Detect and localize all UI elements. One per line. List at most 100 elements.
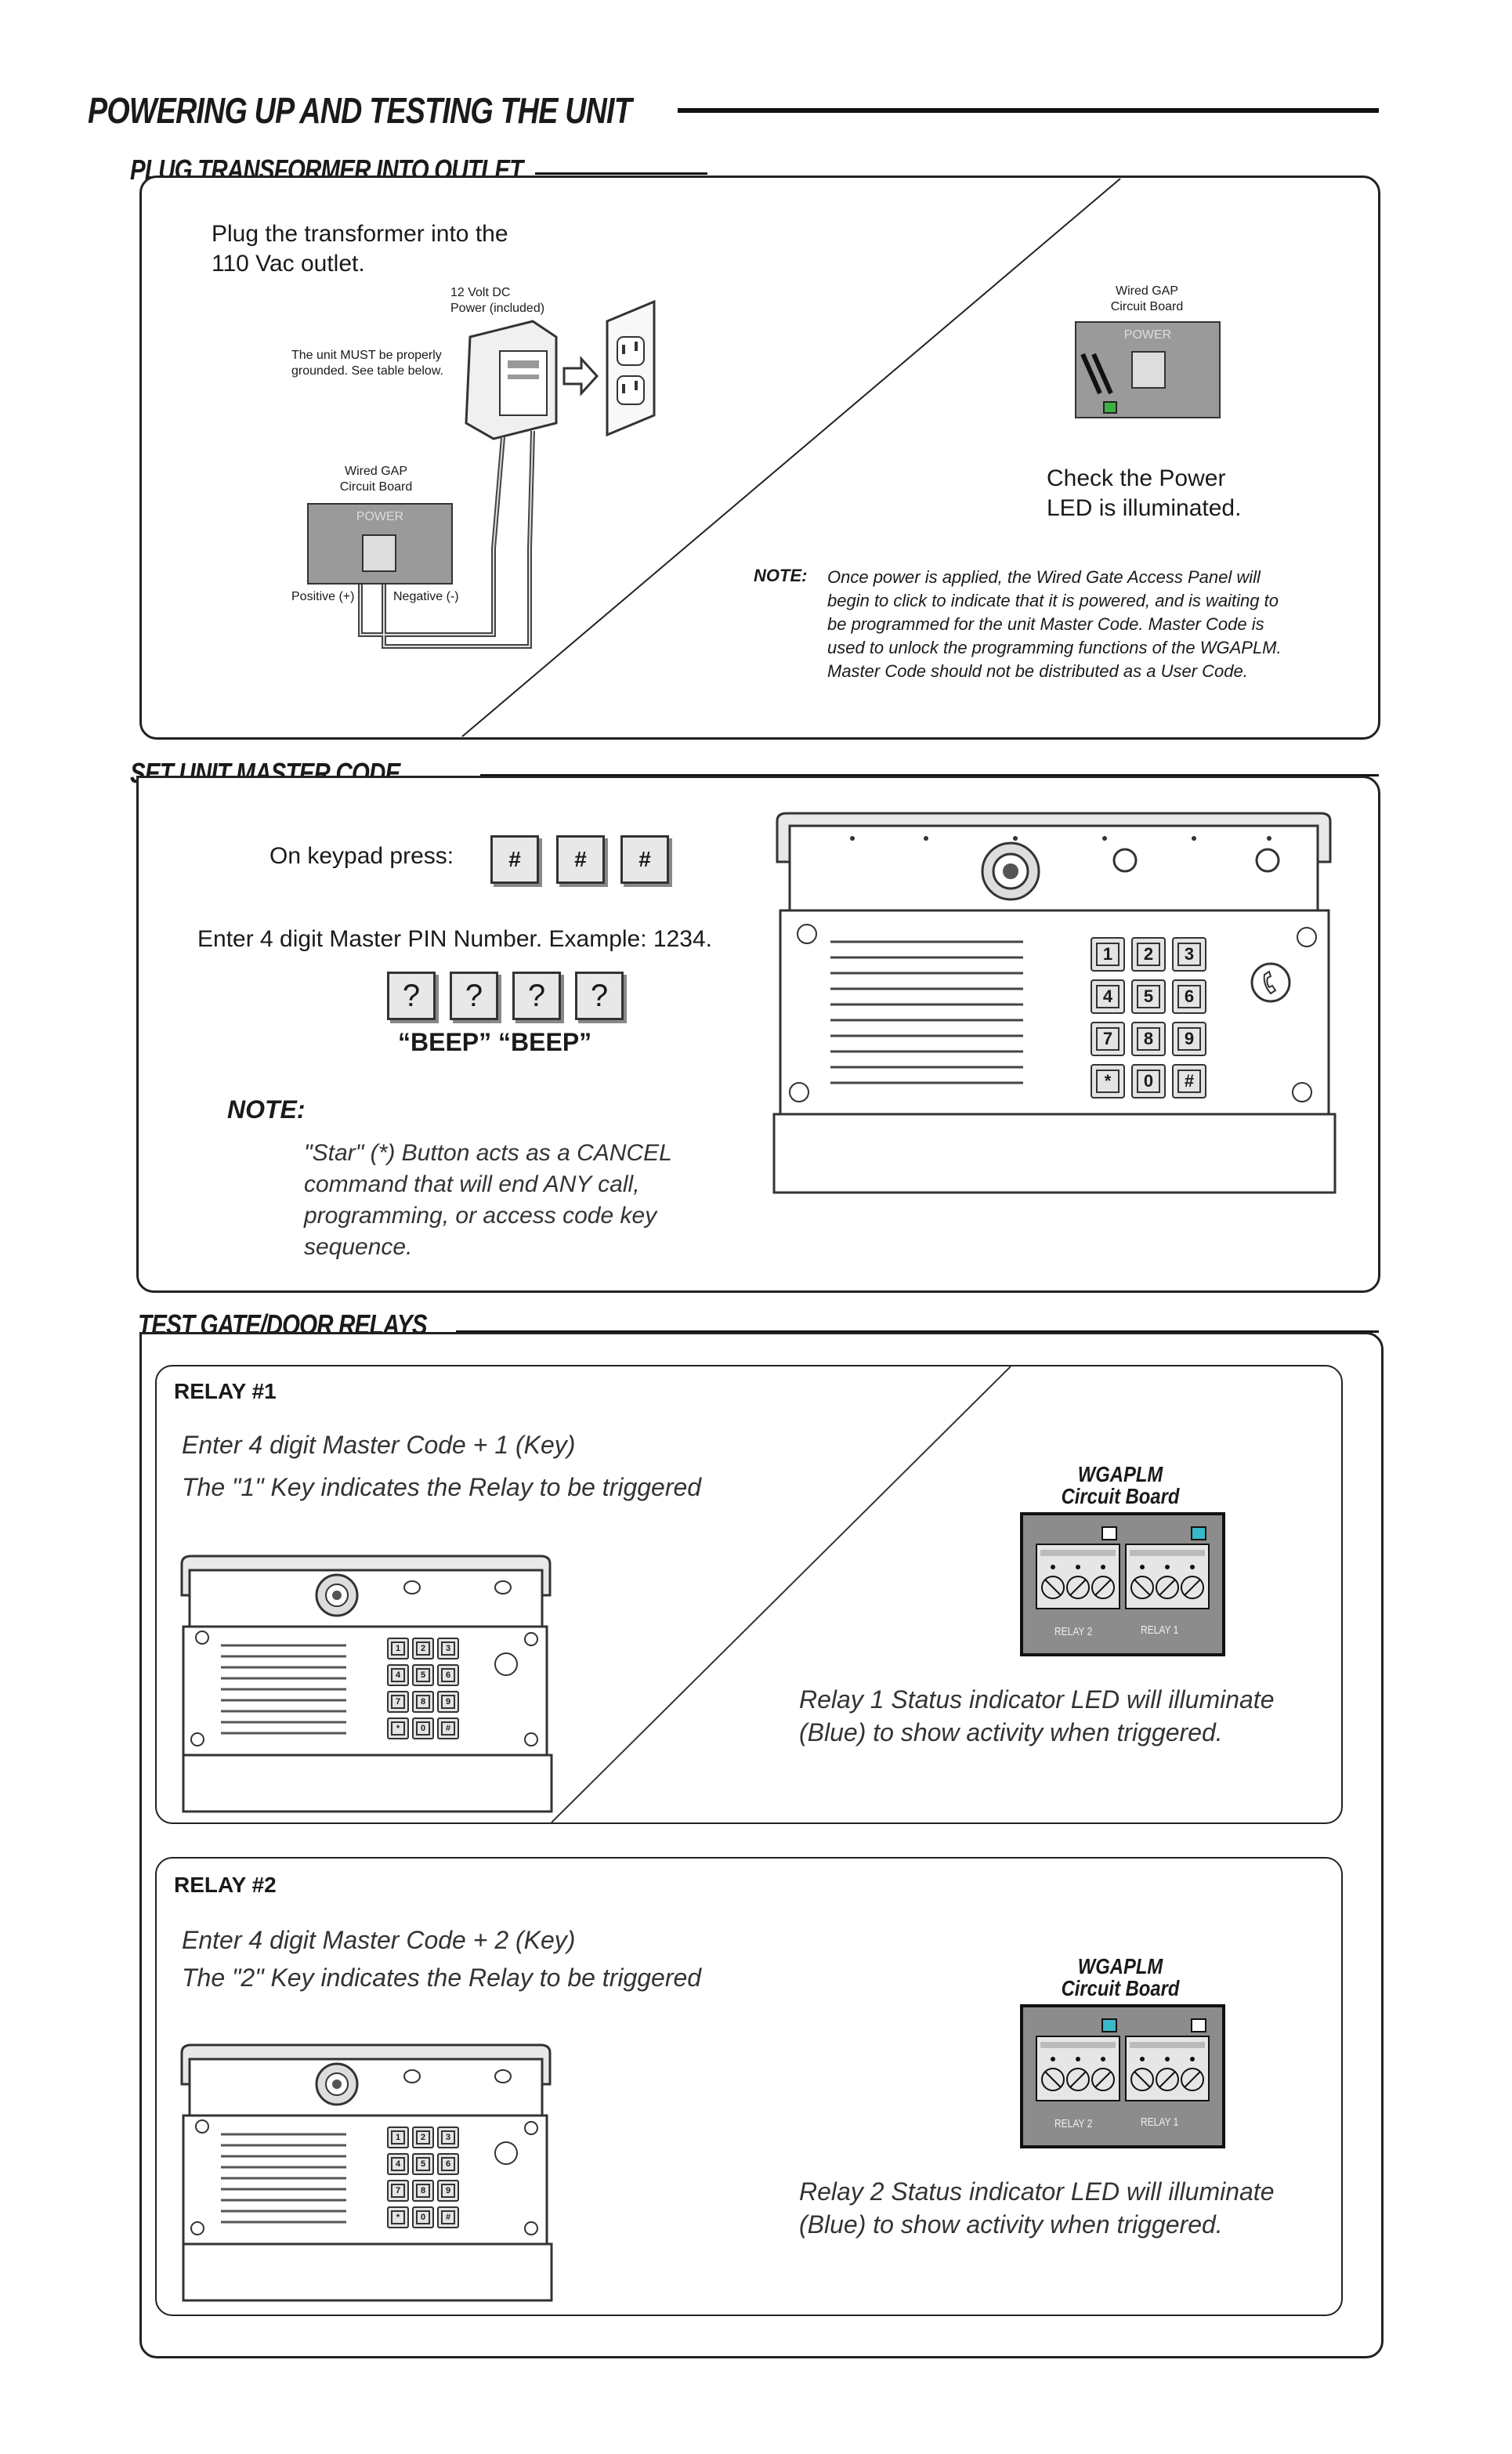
terminal-block — [1131, 351, 1166, 389]
keypad-key: 8 — [1131, 1022, 1166, 1056]
keypad-key: 9 — [437, 1691, 459, 1713]
keypad-press-text: On keypad press: — [269, 843, 454, 869]
section1-panel — [139, 176, 1380, 740]
keypad-key: 0 — [412, 1717, 434, 1739]
relay2-board-label: RELAY 2 — [1054, 2117, 1093, 2130]
relay2-status-text: Relay 2 Status indicator LED will illumi… — [799, 2177, 1275, 2239]
keypad-key: * — [387, 2206, 409, 2228]
section2-note-text: "Star" (*) Button acts as a CANCEL comma… — [304, 1140, 672, 1260]
keypad-key: 3 — [437, 2126, 459, 2148]
relay2-board-label: RELAY 2 — [1054, 1625, 1093, 1638]
keypad-key: # — [1172, 1064, 1206, 1099]
relay2-led-icon — [1101, 1526, 1117, 1540]
right-board-label: Wired GAP Circuit Board — [1110, 284, 1184, 313]
keypad-key: 3 — [1172, 937, 1206, 972]
relay2-access-panel-illustration — [180, 2043, 553, 2302]
transformer-outlet-illustration — [358, 299, 656, 649]
relay2-terminal-block — [1036, 1544, 1120, 1609]
relay1-board-label: RELAY 1 — [1141, 1623, 1179, 1637]
pin-key-2: ? — [450, 972, 498, 1020]
relay2-board-title: WGAPLM Circuit Board — [1061, 1954, 1180, 2000]
left-circuit-board: POWER — [307, 503, 453, 585]
keypad-key: 7 — [1091, 1022, 1125, 1056]
relay1-mini-keypad: 1 2 3 4 5 6 7 8 9 * 0 # — [387, 1638, 459, 1739]
relay1-circuit-board: RELAY 2 RELAY 1 — [1020, 1512, 1225, 1656]
hash-key-3: # — [620, 835, 669, 884]
power-supply-label: 12 Volt DC Power (included) — [450, 286, 545, 315]
keypad-key: # — [437, 1717, 459, 1739]
negative-label: Negative (-) — [393, 590, 459, 603]
keypad-key: 8 — [412, 2180, 434, 2202]
section2-rule — [480, 774, 1379, 776]
page-title: POWERING UP AND TESTING THE UNIT — [88, 90, 632, 131]
keypad-key: 4 — [1091, 979, 1125, 1014]
keypad-key: 7 — [387, 1691, 409, 1713]
relay2-terminal-block — [1036, 2036, 1120, 2101]
keypad-key: 1 — [387, 1638, 409, 1660]
wire-icon — [1080, 353, 1113, 395]
keypad-key: 6 — [437, 2153, 459, 2175]
title-rule — [678, 108, 1379, 113]
right-circuit-board: POWER — [1075, 321, 1221, 418]
keypad-key: 1 — [387, 2126, 409, 2148]
section2-note-label: NOTE: — [227, 1095, 306, 1124]
section1-note-label: NOTE: — [754, 566, 808, 585]
section1-note-text: Once power is applied, the Wired Gate Ac… — [827, 567, 1282, 681]
relay1-led-icon — [1191, 2018, 1206, 2032]
keypad-key: 5 — [412, 1664, 434, 1686]
keypad-key: 7 — [387, 2180, 409, 2202]
keypad-key: # — [437, 2206, 459, 2228]
enter-pin-text: Enter 4 digit Master PIN Number. Example… — [197, 926, 712, 952]
keypad-key: 0 — [1131, 1064, 1166, 1099]
hash-key-2: # — [556, 835, 605, 884]
section3-rule — [456, 1330, 1379, 1333]
relay2-title: RELAY #2 — [174, 1873, 277, 1897]
relay2-led-icon — [1101, 2018, 1117, 2032]
keypad-key: 2 — [412, 1638, 434, 1660]
relay1-status-text: Relay 1 Status indicator LED will illumi… — [799, 1685, 1275, 1746]
keypad-key: 0 — [412, 2206, 434, 2228]
ground-note: The unit MUST be properly grounded. See … — [291, 349, 443, 378]
keypad-key: * — [387, 1717, 409, 1739]
hash-key-1: # — [490, 835, 539, 884]
relay1-led-icon — [1191, 1526, 1206, 1540]
keypad-grid: 1 2 3 4 5 6 7 8 9 * 0 # — [1091, 937, 1216, 1099]
keypad-key: 9 — [437, 2180, 459, 2202]
left-board-label: Wired GAP Circuit Board — [339, 465, 413, 494]
relay2-mini-keypad: 1 2 3 4 5 6 7 8 9 * 0 # — [387, 2126, 459, 2228]
relay2-circuit-board: RELAY 2 RELAY 1 — [1020, 2004, 1225, 2148]
keypad-key: 2 — [1131, 937, 1166, 972]
pin-key-4: ? — [575, 972, 624, 1020]
relay1-access-panel-illustration — [180, 1555, 553, 1813]
plug-instruction: Plug the transformer into the 110 Vac ou… — [212, 221, 508, 277]
keypad-key: 5 — [1131, 979, 1166, 1014]
check-led-text: Check the Power LED is illuminated. — [1047, 465, 1242, 521]
keypad-key: 6 — [1172, 979, 1206, 1014]
keypad-key: 3 — [437, 1638, 459, 1660]
keypad-key: 8 — [412, 1691, 434, 1713]
access-panel-keypad: 1 2 3 4 5 6 7 8 9 * 0 # — [1091, 937, 1216, 1099]
relay1-terminal-block — [1125, 1544, 1210, 1609]
relay2-instructions: Enter 4 digit Master Code + 2 (Key) The … — [182, 1926, 702, 1992]
keypad-key: 4 — [387, 2153, 409, 2175]
beep-text: “BEEP” “BEEP” — [398, 1028, 592, 1056]
section1-rule — [535, 172, 707, 175]
relay1-terminal-block — [1125, 2036, 1210, 2101]
access-panel-illustration — [772, 812, 1337, 1194]
pin-key-3: ? — [512, 972, 561, 1020]
keypad-key: 4 — [387, 1664, 409, 1686]
relay1-board-title: WGAPLM Circuit Board — [1061, 1462, 1180, 1508]
pin-key-1: ? — [387, 972, 436, 1020]
positive-label: Positive (+) — [291, 590, 355, 603]
relay1-instructions: Enter 4 digit Master Code + 1 (Key) The … — [182, 1431, 702, 1501]
relay1-board-label: RELAY 1 — [1141, 2116, 1179, 2129]
relay1-title: RELAY #1 — [174, 1379, 277, 1403]
keypad-key: 5 — [412, 2153, 434, 2175]
power-led-icon — [1103, 401, 1117, 414]
keypad-key: 6 — [437, 1664, 459, 1686]
keypad-key: 1 — [1091, 937, 1125, 972]
keypad-key: * — [1091, 1064, 1125, 1099]
keypad-key: 2 — [412, 2126, 434, 2148]
terminal-block — [362, 534, 396, 572]
